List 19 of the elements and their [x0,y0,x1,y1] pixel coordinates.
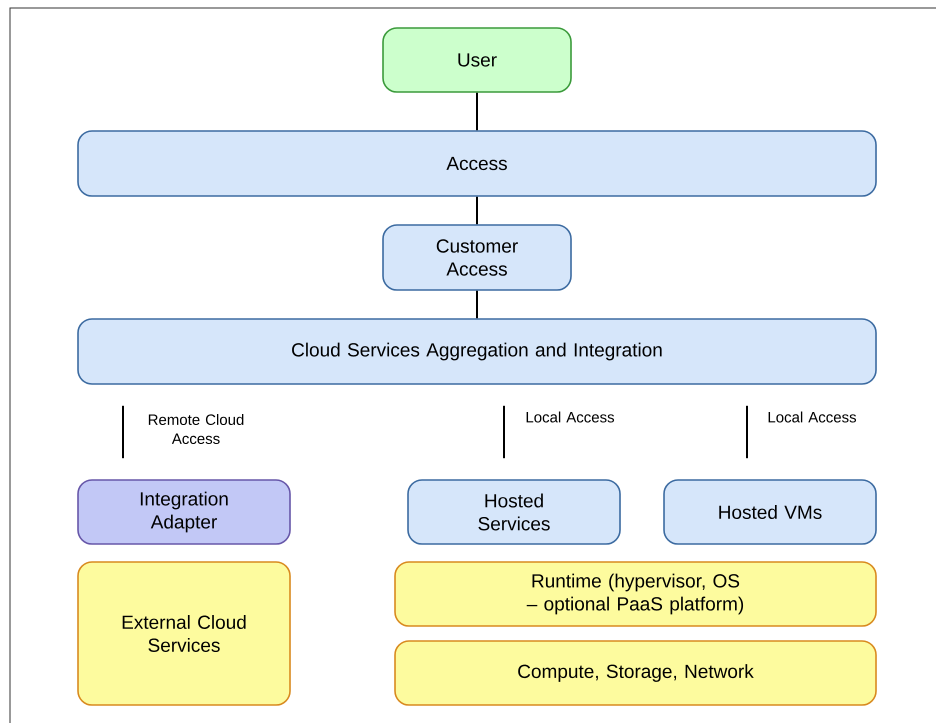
edge-label: Local Access [526,412,614,422]
edge-label: Local Access [768,412,856,422]
connector-line [503,406,505,458]
connector-line [746,406,748,458]
connector-line [476,196,478,224]
connector-line [476,92,478,130]
layer-box: External Cloud Services [77,561,291,706]
process-box: Cloud Services Aggregation and Integration [77,318,877,385]
process-box: User [382,27,572,93]
process-box: Hosted Services [407,479,621,545]
layer-box: Runtime (hypervisor, OS – optional PaaS platform) [394,561,877,627]
connector-line [122,406,124,458]
edge-label: Remote Cloud Access [148,414,244,444]
layer-box: Compute, Storage, Network [394,640,877,706]
process-box: Access [77,130,877,197]
connector-line [476,290,478,318]
process-box: Hosted VMs [663,479,877,545]
process-box: Integration Adapter [77,479,291,545]
process-box: Customer Access [382,224,572,291]
